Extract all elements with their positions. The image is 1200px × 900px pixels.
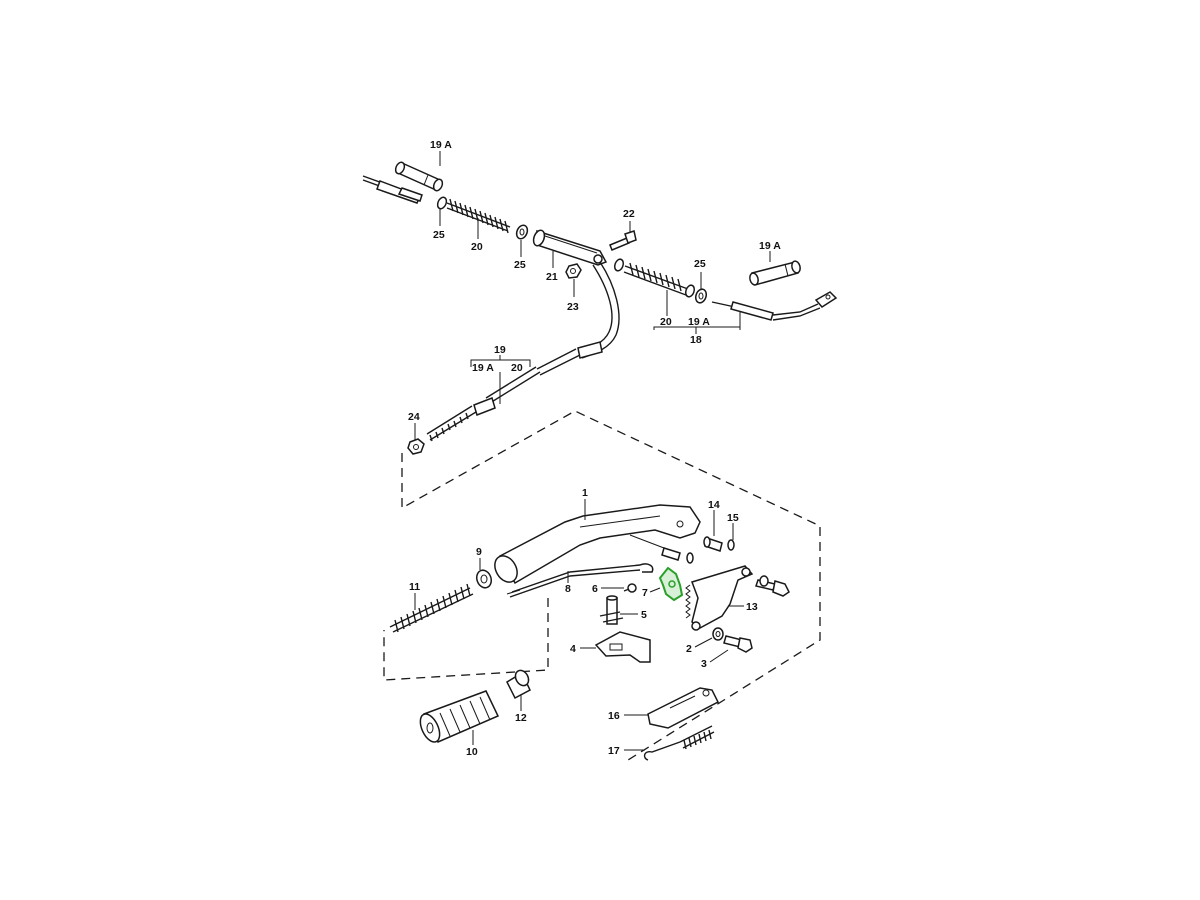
- cable-main[interactable]: [426, 261, 620, 442]
- label-12: 12: [515, 712, 527, 724]
- part-8-release-rod[interactable]: [506, 563, 654, 598]
- part-22-bolt[interactable]: [609, 230, 637, 251]
- callout-labels: 19 A 25 20 25 21 22 23 19 A 25 20 19 A 1…: [408, 139, 781, 758]
- part-6-screw[interactable]: [623, 583, 637, 593]
- label-17: 17: [608, 745, 620, 757]
- label-9: 9: [476, 546, 482, 558]
- part-9-nut[interactable]: [474, 568, 493, 590]
- part-2-washer[interactable]: [712, 627, 724, 641]
- part-20-spring-right[interactable]: [613, 258, 696, 298]
- label-1: 1: [582, 487, 588, 499]
- label-8: 8: [565, 583, 571, 595]
- leaders-bottom: [414, 499, 744, 751]
- part-7-pawl-highlighted[interactable]: [658, 566, 684, 602]
- part-25-washer-mid[interactable]: [515, 224, 530, 241]
- label-3: 3: [701, 658, 707, 670]
- label-23: 23: [567, 301, 579, 313]
- part-4-bracket[interactable]: [594, 631, 651, 663]
- label-25-left: 25: [433, 229, 445, 241]
- label-20-left2: 20: [511, 362, 523, 374]
- label-19a-right2: 19 A: [688, 316, 710, 328]
- part-23-nut[interactable]: [565, 263, 582, 279]
- lever-pin-inner[interactable]: [629, 534, 694, 564]
- part-3-bolt[interactable]: [723, 635, 753, 653]
- label-25-right: 25: [694, 258, 706, 270]
- leaders-top: [414, 151, 771, 440]
- label-6: 6: [592, 583, 598, 595]
- label-13: 13: [746, 601, 758, 613]
- label-24: 24: [408, 411, 420, 423]
- cable-end-right[interactable]: [711, 291, 838, 321]
- label-16: 16: [608, 710, 620, 722]
- lever-assembly: [389, 504, 790, 761]
- cable-assembly-top: [362, 161, 838, 455]
- part-25-washer-left[interactable]: [436, 196, 448, 210]
- label-10: 10: [466, 746, 478, 758]
- part-1-handbrake-lever[interactable]: [490, 504, 701, 586]
- part-17-spring[interactable]: [643, 725, 715, 761]
- label-18: 18: [690, 334, 702, 346]
- label-20-right: 20: [660, 316, 672, 328]
- label-19a-left: 19 A: [472, 362, 494, 374]
- label-19a-right: 19 A: [759, 240, 781, 252]
- part-16-plate[interactable]: [647, 687, 720, 729]
- label-11: 11: [409, 581, 420, 593]
- label-21: 21: [546, 271, 558, 283]
- part-5-pawl-pin[interactable]: [599, 595, 624, 625]
- part-25-washer-right[interactable]: [694, 288, 708, 305]
- label-22: 22: [623, 208, 635, 220]
- label-25-mid: 25: [514, 259, 526, 271]
- dashed-enclosure: [383, 410, 821, 761]
- label-2: 2: [686, 643, 692, 655]
- label-7: 7: [642, 587, 648, 599]
- label-14: 14: [708, 499, 720, 511]
- part-19a-sleeve-right[interactable]: [749, 260, 802, 286]
- part-14-pin[interactable]: [703, 536, 723, 552]
- part-21-equalizer[interactable]: [532, 229, 608, 266]
- part-11-spring[interactable]: [389, 583, 474, 633]
- part-24-nut[interactable]: [407, 438, 425, 455]
- label-20-left: 20: [471, 241, 483, 253]
- part-bolt-upper[interactable]: [755, 575, 790, 597]
- part-19a-sleeve-top[interactable]: [394, 161, 444, 192]
- part-15-clip[interactable]: [727, 539, 735, 551]
- cable-end-left[interactable]: [362, 175, 423, 204]
- label-5: 5: [641, 609, 647, 621]
- part-12-sleeve[interactable]: [506, 668, 531, 700]
- label-19a-top: 19 A: [430, 139, 452, 151]
- label-4: 4: [570, 643, 576, 655]
- part-10-handle-grip[interactable]: [416, 690, 500, 745]
- label-15: 15: [727, 512, 739, 524]
- part-13-ratchet-sector[interactable]: [685, 565, 754, 631]
- label-19: 19: [494, 344, 506, 356]
